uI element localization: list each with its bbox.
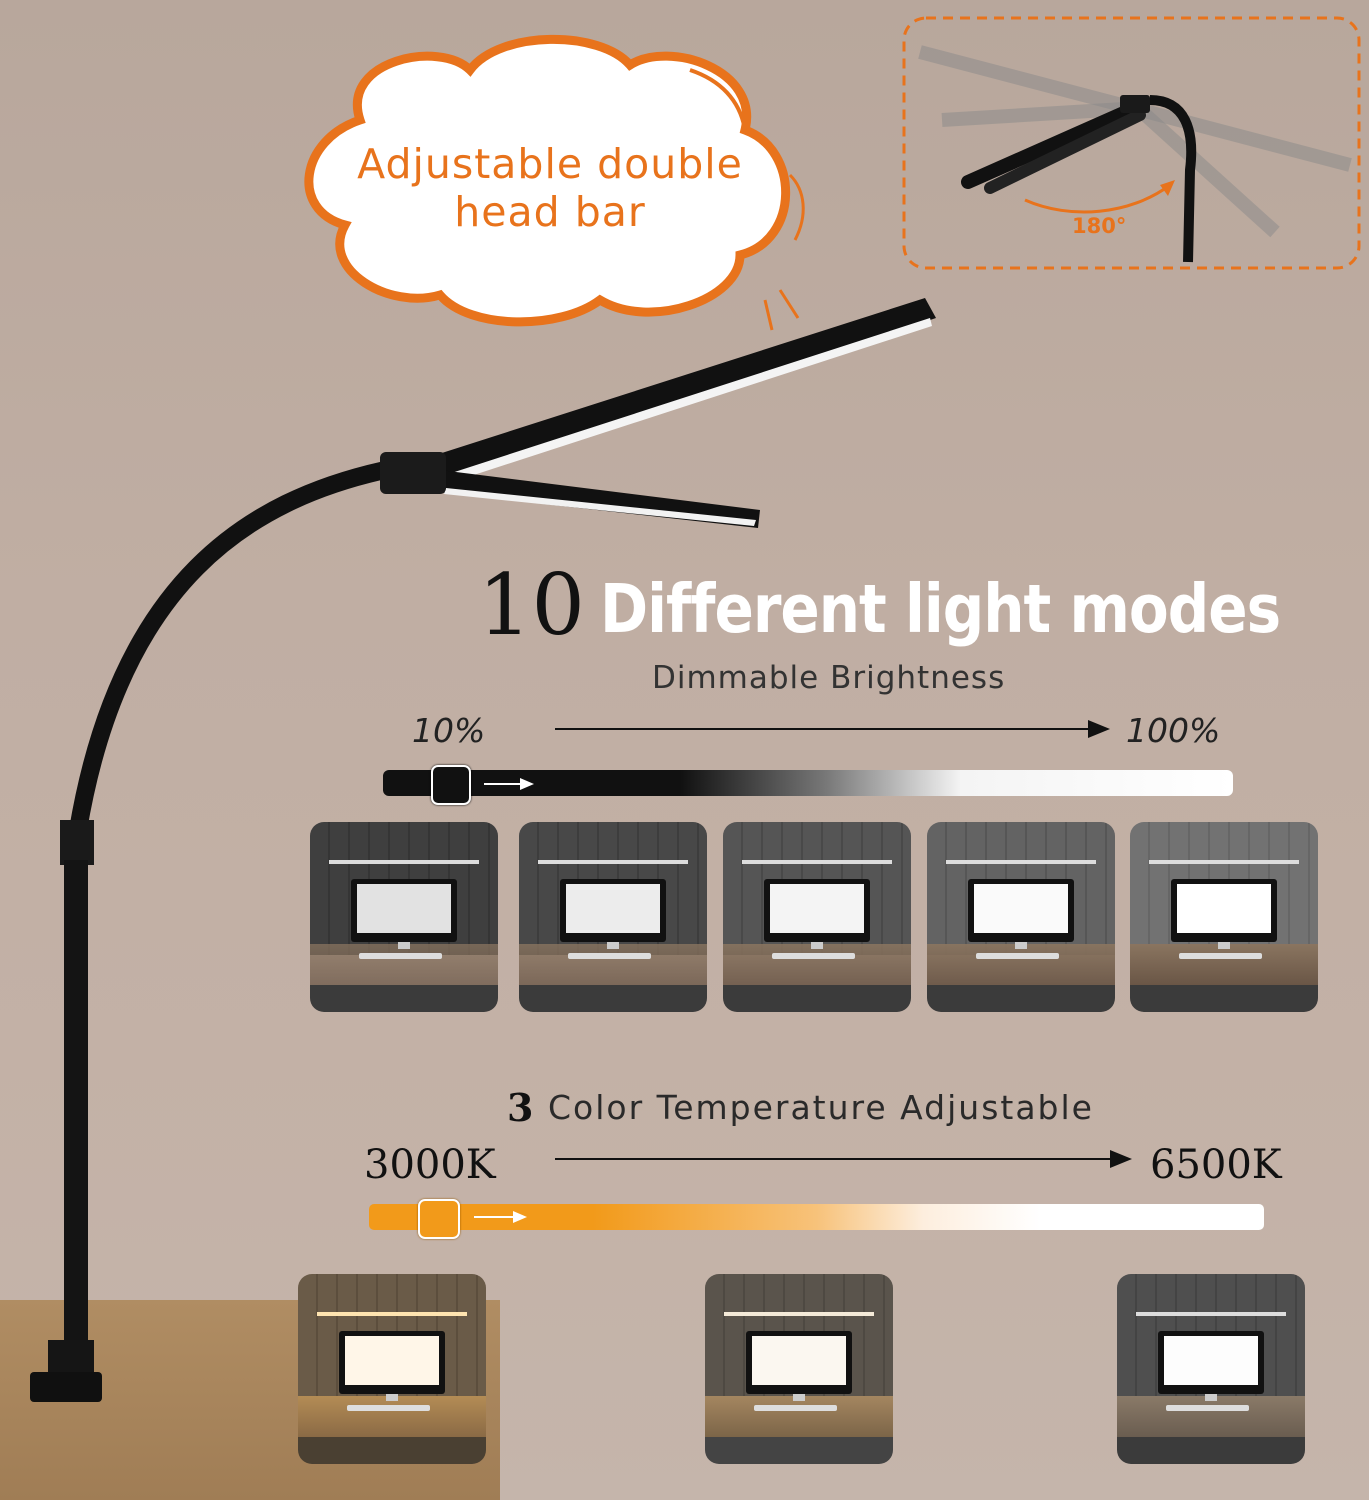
lamp-collar	[60, 820, 94, 865]
temperature-thumbnail-neutral	[705, 1274, 893, 1464]
callout-line-2: head bar	[454, 188, 646, 236]
callout-text: Adjustable double head bar	[330, 140, 770, 236]
callout-line-1: Adjustable double	[357, 140, 743, 188]
brightness-slider-knob	[431, 765, 471, 805]
lamp-clamp-base	[30, 1372, 102, 1402]
brightness-max-label: 100%	[1126, 711, 1221, 750]
lamp-hinge	[380, 452, 446, 494]
lamp-pole	[64, 860, 88, 1360]
lamp-bar-upper	[420, 298, 936, 488]
temperature-max-label: 6500K	[1150, 1142, 1282, 1188]
temperature-count: 3	[507, 1085, 534, 1130]
lamp-bar-lower-light	[444, 488, 756, 526]
brightness-thumbnail-5	[1130, 822, 1318, 1012]
mode-count: 10	[478, 556, 585, 654]
brightness-thumbnail-4	[927, 822, 1115, 1012]
temperature-min-label: 3000K	[364, 1142, 496, 1188]
temperature-slider-knob	[418, 1199, 460, 1239]
lamp-gooseneck	[69, 461, 394, 839]
brightness-title: Dimmable Brightness	[652, 660, 1006, 696]
headline-title: Different light modes	[600, 570, 1281, 649]
brightness-thumbnail-3	[723, 822, 911, 1012]
rotation-angle-label: 180°	[1072, 214, 1127, 238]
brightness-min-label: 10%	[412, 711, 486, 750]
temperature-title: Color Temperature Adjustable	[548, 1088, 1094, 1127]
lamp-bar-upper-light	[436, 318, 932, 486]
brightness-thumbnail-1	[310, 822, 498, 1012]
temperature-thumbnail-warm	[298, 1274, 486, 1464]
temperature-thumbnail-cool	[1117, 1274, 1305, 1464]
brightness-thumbnail-2	[519, 822, 707, 1012]
